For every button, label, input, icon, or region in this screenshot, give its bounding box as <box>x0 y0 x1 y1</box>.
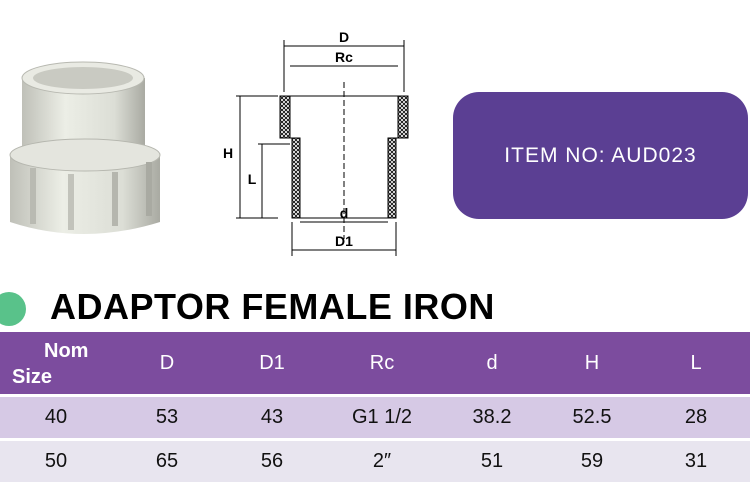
table-cell: 59 <box>542 441 642 482</box>
table-cell: 50 <box>0 441 112 482</box>
table-cell: 43 <box>222 397 322 438</box>
header-Rc: Rc <box>322 332 442 394</box>
bullet-dot-icon <box>0 292 26 326</box>
table-cell: 52.5 <box>542 397 642 438</box>
header-D1: D1 <box>222 332 322 394</box>
technical-drawing: D Rc H L d D1 <box>208 24 418 264</box>
header-H: H <box>542 332 642 394</box>
header-nom-line1: Nom <box>44 340 89 362</box>
spec-table: Nom Size D D1 Rc d H L 40 53 43 G1 1/2 3… <box>0 332 750 482</box>
table-cell: 53 <box>112 397 222 438</box>
item-number-text: ITEM NO: AUD023 <box>504 143 697 167</box>
item-number-badge: ITEM NO: AUD023 <box>453 92 748 219</box>
table-cell: 40 <box>0 397 112 438</box>
table-cell: 31 <box>642 441 750 482</box>
product-photo <box>0 50 170 240</box>
dim-label-D: D <box>339 29 349 45</box>
table-header-row: Nom Size D D1 Rc d H L <box>0 332 750 394</box>
dim-label-d: d <box>340 205 349 221</box>
table-cell: 56 <box>222 441 322 482</box>
header-nom-size: Nom Size <box>0 332 112 394</box>
table-cell: 28 <box>642 397 750 438</box>
header-d: d <box>442 332 542 394</box>
table-cell: 38.2 <box>442 397 542 438</box>
table-cell: 51 <box>442 441 542 482</box>
dim-label-Rc: Rc <box>335 49 353 65</box>
header-nom-line2: Size <box>12 366 53 388</box>
dim-label-D1: D1 <box>335 233 353 249</box>
table-cell: G1 1/2 <box>322 397 442 438</box>
table-row: 50 65 56 2″ 51 59 31 <box>0 441 750 482</box>
product-title: ADAPTOR FEMALE IRON <box>50 286 495 327</box>
dim-label-H: H <box>223 145 233 161</box>
table-cell: 2″ <box>322 441 442 482</box>
table-cell: 65 <box>112 441 222 482</box>
header-D: D <box>112 332 222 394</box>
table-row: 40 53 43 G1 1/2 38.2 52.5 28 <box>0 397 750 438</box>
dim-label-L: L <box>248 171 257 187</box>
header-L: L <box>642 332 750 394</box>
